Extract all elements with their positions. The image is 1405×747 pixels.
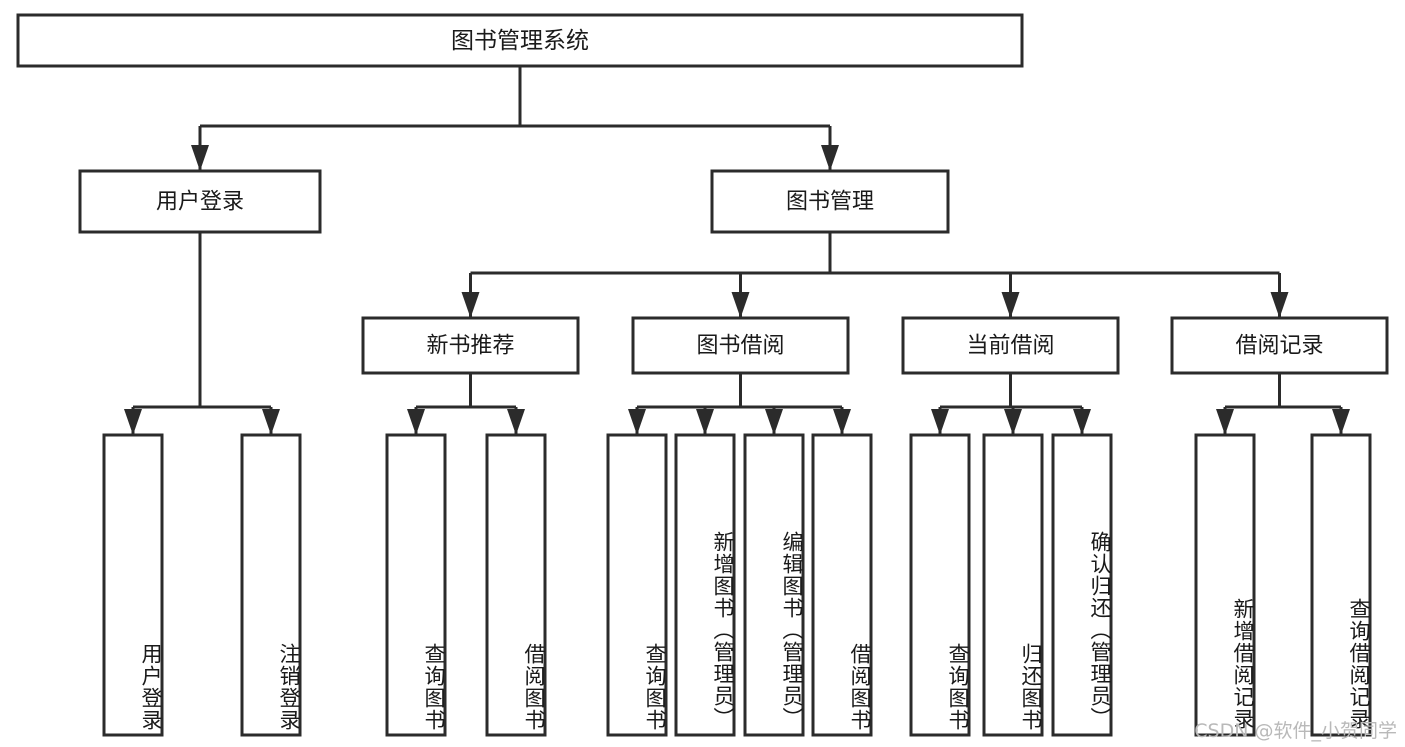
arrow-head-icon [407, 409, 425, 435]
arrow-head-icon [696, 409, 714, 435]
node-box-l3-borrow-record[interactable] [1170, 316, 1389, 375]
arrow-head-icon [931, 409, 949, 435]
node-box-leaf-edit-book[interactable] [743, 433, 805, 737]
node-box-leaf-logout[interactable] [240, 433, 302, 737]
arrow-head-icon [1270, 292, 1289, 318]
node-label-l3-borrow-record: 借阅记录 [1235, 334, 1323, 359]
node-box-leaf-query-record[interactable] [1310, 433, 1372, 737]
node-box-leaf-user-login[interactable] [102, 433, 164, 737]
arrow-head-icon [1216, 409, 1234, 435]
arrow-head-icon [833, 409, 851, 435]
node-box-leaf-add-record[interactable] [1194, 433, 1256, 737]
node-box-root[interactable] [16, 13, 1024, 68]
arrow-head-icon [191, 145, 209, 171]
node-box-leaf-query-book-3[interactable] [909, 433, 971, 737]
node-box-leaf-query-book-1[interactable] [385, 433, 447, 737]
connector-layer [124, 66, 1350, 435]
arrow-head-icon [1332, 409, 1350, 435]
arrow-head-icon [1004, 409, 1022, 435]
arrow-head-icon [628, 409, 646, 435]
node-box-leaf-borrow-book-1[interactable] [485, 433, 547, 737]
arrow-head-icon [461, 292, 480, 318]
node-label-l3-book-borrow: 图书借阅 [696, 334, 784, 359]
node-label-root: 图书管理系统 [451, 28, 589, 54]
arrow-head-icon [765, 409, 783, 435]
node-label-l2-book-mgmt: 图书管理 [786, 190, 874, 215]
node-box-leaf-add-book[interactable] [674, 433, 736, 737]
node-label-l2-user-login: 用户登录 [156, 190, 244, 215]
node-box-leaf-query-book-2[interactable] [606, 433, 668, 737]
node-box-layer [16, 13, 1389, 737]
arrow-head-icon [262, 409, 280, 435]
arrow-head-icon [821, 145, 839, 171]
node-box-leaf-return-book[interactable] [982, 433, 1044, 737]
node-box-l3-current-borrow[interactable] [901, 316, 1120, 375]
node-box-l3-new-book-rec[interactable] [361, 316, 580, 375]
arrow-head-icon [1001, 292, 1020, 318]
node-box-leaf-borrow-book-2[interactable] [811, 433, 873, 737]
node-box-l3-book-borrow[interactable] [631, 316, 850, 375]
arrow-head-icon [124, 409, 142, 435]
node-box-l2-book-mgmt[interactable] [710, 169, 950, 234]
arrow-head-icon [507, 409, 525, 435]
node-label-l3-new-book-rec: 新书推荐 [426, 334, 514, 359]
arrow-head-icon [731, 292, 750, 318]
arrow-head-icon [1073, 409, 1091, 435]
node-box-leaf-confirm-return[interactable] [1051, 433, 1113, 737]
node-box-l2-user-login[interactable] [78, 169, 322, 234]
node-label-l3-current-borrow: 当前借阅 [966, 334, 1054, 359]
csdn-watermark: CSDN @软件_小贺同学 [1194, 720, 1397, 742]
